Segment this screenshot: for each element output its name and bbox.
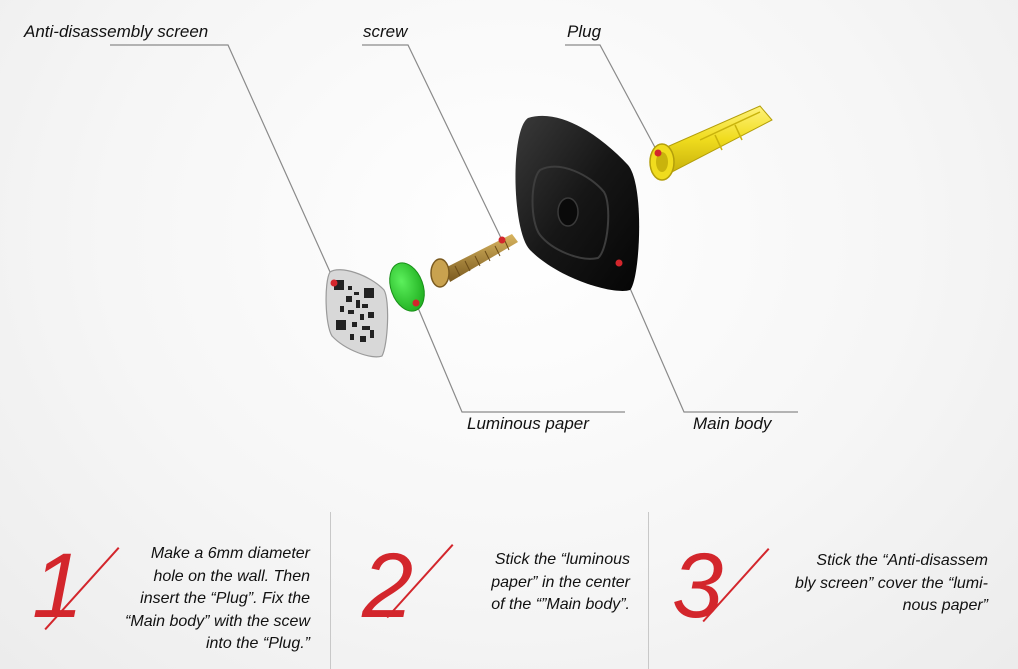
- luminous-paper-part: [389, 262, 425, 312]
- anti-disassembly-screen-part: [325, 269, 389, 358]
- leader-line-anti-disassembly-screen: [110, 44, 336, 284]
- screw-part: [430, 234, 518, 288]
- step-text-1: Make a 6mm diameter hole on the wall. Th…: [125, 545, 310, 652]
- label-plug: Plug: [567, 22, 602, 41]
- label-anti-disassembly-screen: Anti-disassembly screen: [24, 22, 209, 41]
- main-body-part: [515, 115, 640, 291]
- leader-line-screw: [362, 44, 503, 241]
- leader-line-luminous-paper: [415, 302, 625, 413]
- step-number-3: 3: [672, 535, 724, 637]
- step-text-2: Stick the “luminous paper” in the center…: [491, 551, 630, 613]
- divider-left: [330, 512, 331, 669]
- divider-right: [648, 512, 649, 669]
- label-main-body: Main body: [693, 414, 772, 433]
- leader-line-main-body: [618, 262, 798, 413]
- plug-part: [649, 105, 773, 181]
- marker-dot-plug: [654, 149, 662, 157]
- marker-dot-screen: [330, 279, 338, 287]
- marker-dot-luminous-paper: [412, 299, 420, 307]
- label-screw: screw: [363, 22, 408, 41]
- marker-dot-main-body: [615, 259, 623, 267]
- step-text-3: Stick the “Anti-disassem bly screen” cov…: [795, 552, 988, 614]
- marker-dots: [330, 149, 662, 307]
- label-luminous-paper: Luminous paper: [467, 414, 589, 433]
- leader-line-plug: [565, 44, 659, 154]
- marker-dot-screw: [498, 236, 506, 244]
- leader-lines: [110, 44, 798, 413]
